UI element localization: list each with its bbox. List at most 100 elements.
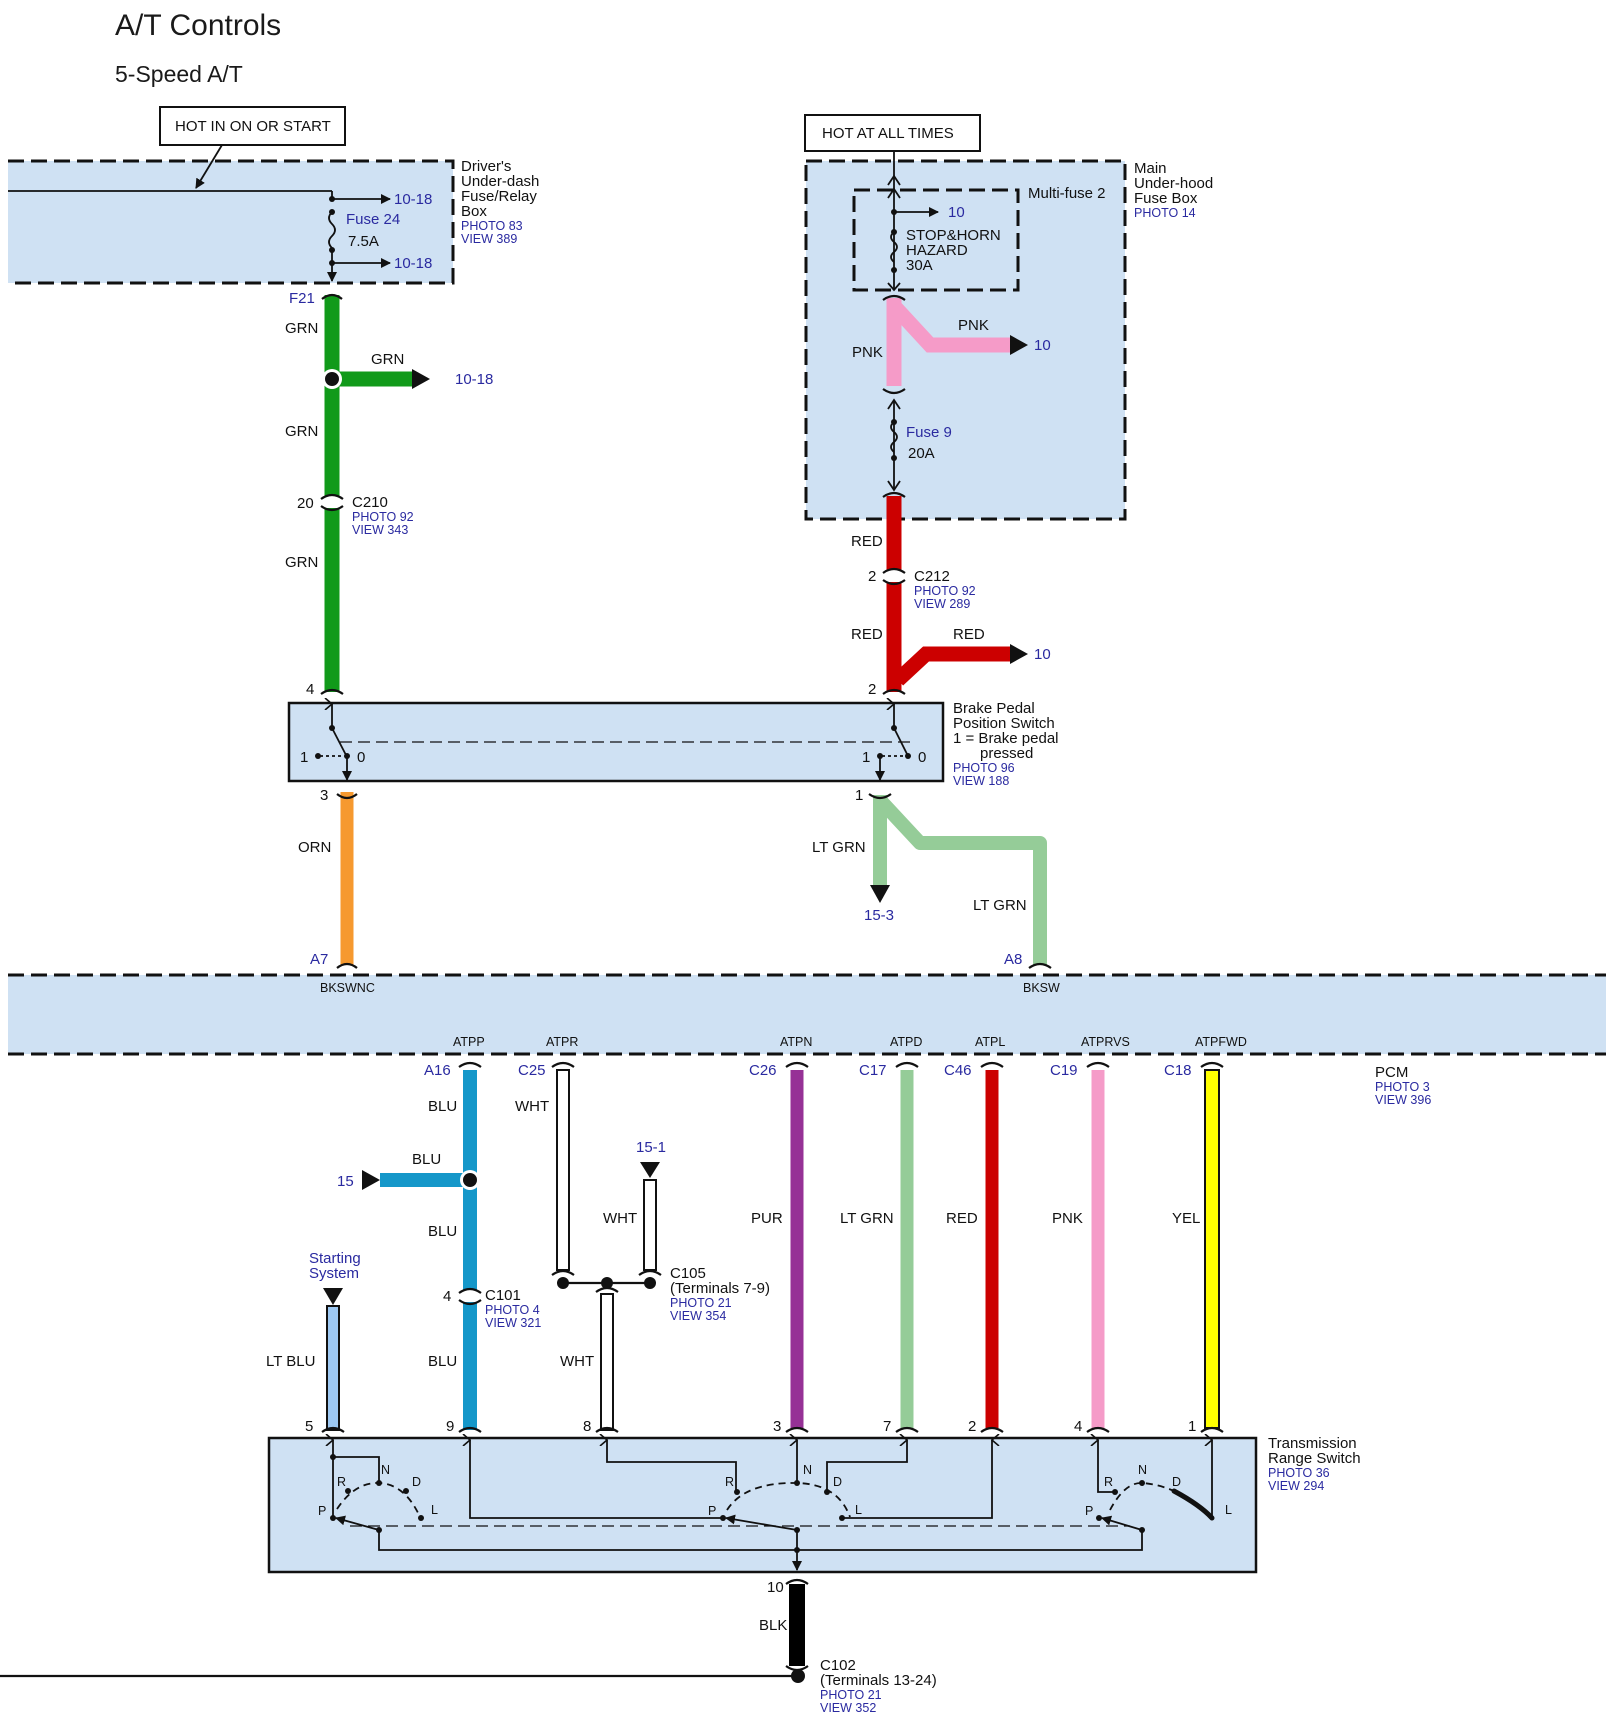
trs-connector-mark [980,1426,1004,1433]
brake-switch-pin-1: 1 [855,787,863,804]
red-branch-ref[interactable]: 10 [1034,646,1051,663]
brake-switch-name-2: Position Switch [953,715,1055,732]
brake-switch-pin-3: 3 [320,787,328,804]
driver-fuse-box-photo[interactable]: PHOTO 83 [461,219,523,233]
brake-switch-view[interactable]: VIEW 188 [953,774,1009,788]
driver-fuse-box-view[interactable]: VIEW 389 [461,232,517,246]
blu-label-mid: BLU [428,1223,457,1240]
pcm-name: PCM [1375,1064,1408,1081]
c210-photo[interactable]: PHOTO 92 [352,510,414,524]
trs-connector-mark [785,1426,809,1433]
c101-name: C101 [485,1287,521,1304]
main-fuse-box-name-3: Fuse Box [1134,190,1198,207]
c210-pin: 20 [297,495,314,512]
blu-branch-label: BLU [412,1151,441,1168]
wire-label-atpl: RED [946,1210,978,1227]
main-fuse-box-name-2: Under-hood [1134,175,1213,192]
fuse-24-ref-top[interactable]: 10-18 [394,191,432,208]
grn-label-3: GRN [285,554,318,571]
c105-photo[interactable]: PHOTO 21 [670,1296,732,1310]
c102-view[interactable]: VIEW 352 [820,1701,876,1715]
brake-right-pos-1: 1 [862,749,870,766]
c102-photo[interactable]: PHOTO 21 [820,1688,882,1702]
driver-fuse-box: 10-18 Fuse 24 7.5A 10-18 Driver's Under-… [8,158,539,285]
ltgrn-wire: 1 LT GRN 15-3 LT GRN A8 [812,787,1052,969]
trs-connector-mark [1200,1426,1224,1433]
multifuse-ref[interactable]: 10 [948,204,965,221]
red-circuit: RED 2 C212 PHOTO 92 VIEW 289 RED RED 10 … [851,491,1051,698]
brake-switch-photo[interactable]: PHOTO 96 [953,761,1015,775]
grn-label-2: GRN [285,423,318,440]
orn-label: ORN [298,839,331,856]
blu-label-top: BLU [428,1098,457,1115]
c212-photo[interactable]: PHOTO 92 [914,584,976,598]
trs-left-pos-l: L [431,1503,438,1517]
pcm-connector-mark [1200,1061,1224,1068]
starting-system-line-1[interactable]: Starting [309,1250,361,1267]
fuse-24-ref-bottom[interactable]: 10-18 [394,255,432,272]
pcm-view[interactable]: VIEW 396 [1375,1093,1431,1107]
trs-ground-pin: 10 [767,1579,784,1596]
wht-label-bottom: WHT [560,1353,594,1370]
ltblu-wire: Starting System LT BLU [266,1250,361,1431]
trs-pin-4: 4 [1074,1418,1082,1435]
pcm-connector-mark [895,1061,919,1068]
brake-switch-pin-4: 4 [306,681,314,698]
svg-text:HOT AT ALL TIMES: HOT AT ALL TIMES [822,125,954,142]
c212-view[interactable]: VIEW 289 [914,597,970,611]
pcm-signal-atpl: ATPL [975,1035,1005,1049]
main-fuse-box-photo[interactable]: PHOTO 14 [1134,206,1196,220]
brake-right-pos-0: 0 [918,749,926,766]
trs-pin-7: 7 [883,1418,891,1435]
c101-photo[interactable]: PHOTO 4 [485,1303,540,1317]
blu-branch-ref[interactable]: 15 [337,1173,354,1190]
pcm-pins: ATPPA16ATPRC25ATPNC26ATPDC17ATPLC46ATPRV… [424,1035,1247,1079]
pnk-branch-ref[interactable]: 10 [1034,337,1051,354]
terminal-f21: F21 [289,290,315,307]
ground-wire: 10 BLK C102 (Terminals 13-24) PHOTO 21 V… [0,1578,937,1715]
starting-system-line-2[interactable]: System [309,1265,359,1282]
driver-fuse-box-name-3: Fuse/Relay [461,188,537,205]
grn-branch-ref[interactable]: 10-18 [455,371,493,388]
multifuse-line-2: HAZARD [906,242,968,259]
pcm-pin-c25: C25 [518,1062,546,1079]
trs-left-pos-r: R [337,1475,346,1489]
pcm-signal-atpr: ATPR [546,1035,578,1049]
c101-pin: 4 [443,1288,451,1305]
multifuse-line-3: 30A [906,257,933,274]
red-branch-label: RED [953,626,985,643]
wht-wire: WHT 15-1 WHT C105 (Terminals 7-9) PHOTO … [515,1069,770,1431]
trs-name-2: Range Switch [1268,1450,1361,1467]
pcm-connector-mark [980,1061,1004,1068]
pcm-pin-a16: A16 [424,1062,451,1079]
ltgrn-label-1: LT GRN [812,839,866,856]
trs-photo[interactable]: PHOTO 36 [1268,1466,1330,1480]
c105-view[interactable]: VIEW 354 [670,1309,726,1323]
blu-wire: BLU BLU 15 BLU 4 C101 PHOTO 4 VIEW 321 B… [337,1070,541,1430]
grn-branch-label: GRN [371,351,404,368]
trs-pin-3: 3 [773,1418,781,1435]
ltgrn-ref[interactable]: 15-3 [864,907,894,924]
c101-view[interactable]: VIEW 321 [485,1316,541,1330]
trs-view[interactable]: VIEW 294 [1268,1479,1324,1493]
wire-label-atpn: PUR [751,1210,783,1227]
ltgrn-label-2: LT GRN [973,897,1027,914]
pcm-signal-atpn: ATPN [780,1035,812,1049]
fuse-9-label: Fuse 9 [906,424,952,441]
driver-fuse-box-name-4: Box [461,203,487,220]
c210-view[interactable]: VIEW 343 [352,523,408,537]
pcm-connector-mark [458,1061,482,1068]
c105-ref[interactable]: 15-1 [636,1139,666,1156]
trs-left-pos-p: P [318,1504,326,1518]
ltblu-label: LT BLU [266,1353,315,1370]
orn-wire: 3 ORN A7 [298,787,358,969]
blu-label-bottom: BLU [428,1353,457,1370]
pcm-pin-a7: A7 [310,951,328,968]
pcm-pin-c46: C46 [944,1062,972,1079]
pcm-photo[interactable]: PHOTO 3 [1375,1080,1430,1094]
trs-left-pos-n: N [381,1463,390,1477]
pcm-pin-c17: C17 [859,1062,887,1079]
pcm-connector-mark [1086,1061,1110,1068]
trs-mid-pos-n: N [803,1463,812,1477]
